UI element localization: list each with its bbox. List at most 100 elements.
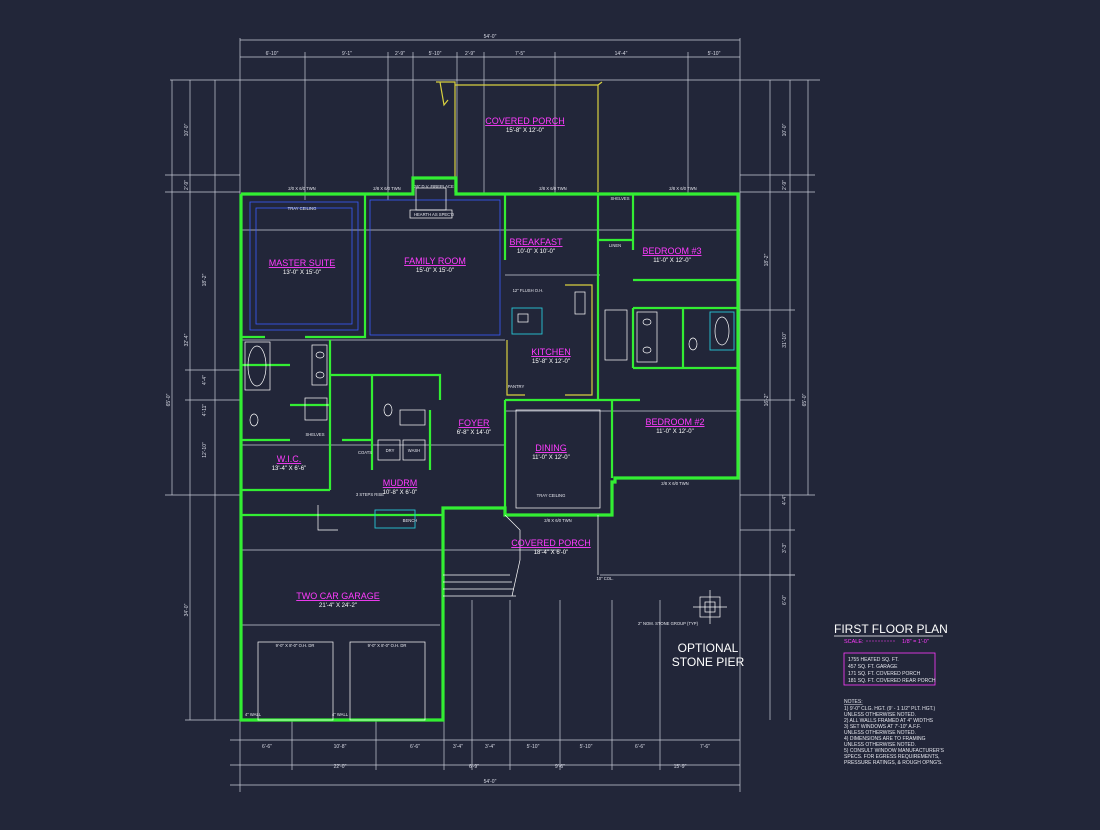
title-block: FIRST FLOOR PLAN SCALE: 1/8" = 1'-0" 175… bbox=[834, 622, 948, 766]
tray-ceiling-note: TRAY CEILING bbox=[537, 493, 566, 498]
dim-top: 2'-9" bbox=[395, 51, 405, 57]
window-note: 2/0 X 6/0 TWN bbox=[288, 186, 315, 191]
dim-bottom: 6'-6" bbox=[262, 744, 272, 750]
dim-bottom2: 22'-0" bbox=[334, 764, 347, 770]
dim-right: 6'-0" bbox=[782, 595, 788, 605]
dim-overall-right: 65'-0" bbox=[802, 393, 808, 406]
area-line: 457 SQ. FT. GARAGE bbox=[848, 664, 898, 670]
dim-bottom: 3'-4" bbox=[453, 744, 463, 750]
room-size: 18'-4" X 6'-0" bbox=[534, 550, 569, 556]
dim-right: 10'-0" bbox=[782, 123, 788, 136]
dim-left: 4'-4" bbox=[202, 375, 208, 385]
room-labels: COVERED PORCH 15'-8" X 12'-0" MASTER SUI… bbox=[269, 116, 705, 609]
bottom-dimensions: 6'-6" 10'-8" 6'-6" 3'-4" 3'-4" 5'-10" 5'… bbox=[262, 744, 710, 785]
dim-top: 9'-1" bbox=[342, 51, 352, 57]
bench-note: BENCH bbox=[403, 518, 418, 523]
column-note: 10" COL. bbox=[596, 576, 613, 581]
dim-left: 10'-0" bbox=[184, 123, 190, 136]
dryer-note: DRY bbox=[386, 448, 395, 453]
garage-door-note: 9'-0" X 8'-0" O.H. DR bbox=[276, 643, 315, 648]
note-line: UNLESS OTHERWISE NOTED. bbox=[844, 712, 916, 718]
linen-note: LINEN bbox=[609, 243, 621, 248]
fireplace-note: 36" D.V. FIREPLACE bbox=[414, 184, 454, 189]
interior-walls bbox=[241, 194, 738, 517]
room-name: DINING bbox=[535, 443, 567, 453]
coats-note: COATS bbox=[358, 450, 372, 455]
note-line: UNLESS OTHERWISE NOTED. bbox=[844, 742, 916, 748]
note-line: 5) CONSULT WINDOW MANUFACTURER'S bbox=[844, 748, 945, 754]
dim-top: 7'-5" bbox=[515, 51, 525, 57]
dim-right: 18'-2" bbox=[764, 253, 770, 266]
room-name: W.I.C. bbox=[277, 454, 302, 464]
dim-bottom2: 9'-6" bbox=[555, 764, 565, 770]
window-note: 2/8 X 6/0 TWN bbox=[661, 481, 688, 486]
note-line: 4) DIMENSIONS ARE TO FRAMING bbox=[844, 736, 926, 742]
room-size: 21'-4" X 24'-2" bbox=[319, 603, 357, 609]
hearth-note: HEARTH AS SPEC'D bbox=[414, 212, 454, 217]
dim-bottom2: 6'-9" bbox=[469, 764, 479, 770]
room-size: 10'-8" X 6'-0" bbox=[383, 490, 418, 496]
dim-bottom: 10'-8" bbox=[334, 744, 347, 750]
dim-top: 6'-10" bbox=[266, 51, 279, 57]
dim-bottom: 5'-10" bbox=[527, 744, 540, 750]
window-note: 2/8 X 6/0 TWN bbox=[373, 186, 400, 191]
dim-right: 3'-3" bbox=[782, 543, 788, 553]
rear-covered-porch bbox=[436, 81, 603, 192]
dim-top: 5'-10" bbox=[429, 51, 442, 57]
dim-bottom: 5'-10" bbox=[580, 744, 593, 750]
room-name: COVERED PORCH bbox=[485, 116, 565, 126]
dim-right: 16'-2" bbox=[764, 393, 770, 406]
scale-label: SCALE: bbox=[844, 639, 864, 645]
dim-bottom2: 15'-9" bbox=[674, 764, 687, 770]
note-line: 1) 9'-0" CLG. HGT. (9' - 1 1/2" PLT. HGT… bbox=[844, 706, 936, 712]
note-line: 3) SET WINDOWS AT 7'-10" A.F.F. bbox=[844, 724, 921, 730]
room-name: MUDRM bbox=[383, 478, 418, 488]
dim-bottom: 6'-6" bbox=[635, 744, 645, 750]
dim-bottom: 3'-4" bbox=[485, 744, 495, 750]
dim-left: 34'-0" bbox=[184, 603, 190, 616]
dim-right: 2'-9" bbox=[782, 180, 788, 190]
dimension-lines bbox=[165, 38, 820, 792]
window-note: 2/8 X 6/0 TWN bbox=[539, 186, 566, 191]
room-name: COVERED PORCH bbox=[511, 538, 591, 548]
dim-top: 2'-9" bbox=[465, 51, 475, 57]
plan-title: FIRST FLOOR PLAN bbox=[834, 622, 948, 636]
note-line: 2) ALL WALLS FRAMED AT 4" WIDTHS bbox=[844, 718, 934, 724]
dim-right: 4'-4" bbox=[782, 495, 788, 505]
flush-oh-note: 12" FLUSH O.H. bbox=[513, 288, 544, 293]
pantry-note: PANTRY bbox=[508, 384, 525, 389]
room-size: 11'-0" X 12'-0" bbox=[656, 429, 693, 435]
stone-pier-note: 2" NOM. STONE GROUP (TYP) bbox=[638, 621, 699, 626]
annotations: TRAY CEILING 36" D.V. FIREPLACE HEARTH A… bbox=[245, 184, 699, 717]
dim-left: 18'-2" bbox=[202, 273, 208, 286]
room-size: 6'-8" X 14'-0" bbox=[457, 430, 492, 436]
room-name: MASTER SUITE bbox=[269, 258, 336, 268]
steps-note: 3 STEPS RISE bbox=[356, 492, 384, 497]
room-size: 13'-4" X 6'-6" bbox=[272, 466, 307, 472]
room-size: 10'-0" X 10'-0" bbox=[517, 249, 555, 255]
dim-left: 12'-10" bbox=[202, 442, 208, 458]
scale-value: 1/8" = 1'-0" bbox=[902, 639, 929, 645]
tray-ceiling-note: TRAY CEILING bbox=[288, 206, 317, 211]
optional-label: OPTIONAL bbox=[678, 641, 739, 655]
room-name: FAMILY ROOM bbox=[404, 256, 466, 266]
area-summary-box bbox=[843, 652, 936, 686]
dim-bottom: 7'-6" bbox=[700, 744, 710, 750]
room-name: BEDROOM #3 bbox=[642, 246, 701, 256]
dim-overall-left: 65'-0" bbox=[166, 393, 172, 406]
area-line: 1755 HEATED SQ. FT. bbox=[848, 657, 899, 663]
dim-overall-bottom: 54'-0" bbox=[484, 779, 497, 785]
wash-note: WASH bbox=[408, 448, 420, 453]
area-line: 171 SQ. FT. COVERED PORCH bbox=[848, 671, 921, 677]
note-line: UNLESS OTHERWISE NOTED. bbox=[844, 730, 916, 736]
optional-stone-pier: OPTIONAL STONE PIER bbox=[672, 641, 745, 669]
fixtures bbox=[244, 187, 735, 721]
stone-pier-label: STONE PIER bbox=[672, 655, 745, 669]
dim-left: 2'-9" bbox=[184, 180, 190, 190]
shelves-note: SHELVES bbox=[610, 196, 629, 201]
left-dimensions: 10'-0" 2'-9" 18'-2" 32'-4" 4'-4" 4'-11" … bbox=[166, 123, 208, 616]
room-size: 15'-8" X 12'-0" bbox=[506, 128, 544, 134]
room-size: 15'-0" X 15'-0" bbox=[416, 268, 454, 274]
window-note: 2/8 X 6/0 TWN bbox=[544, 518, 571, 523]
